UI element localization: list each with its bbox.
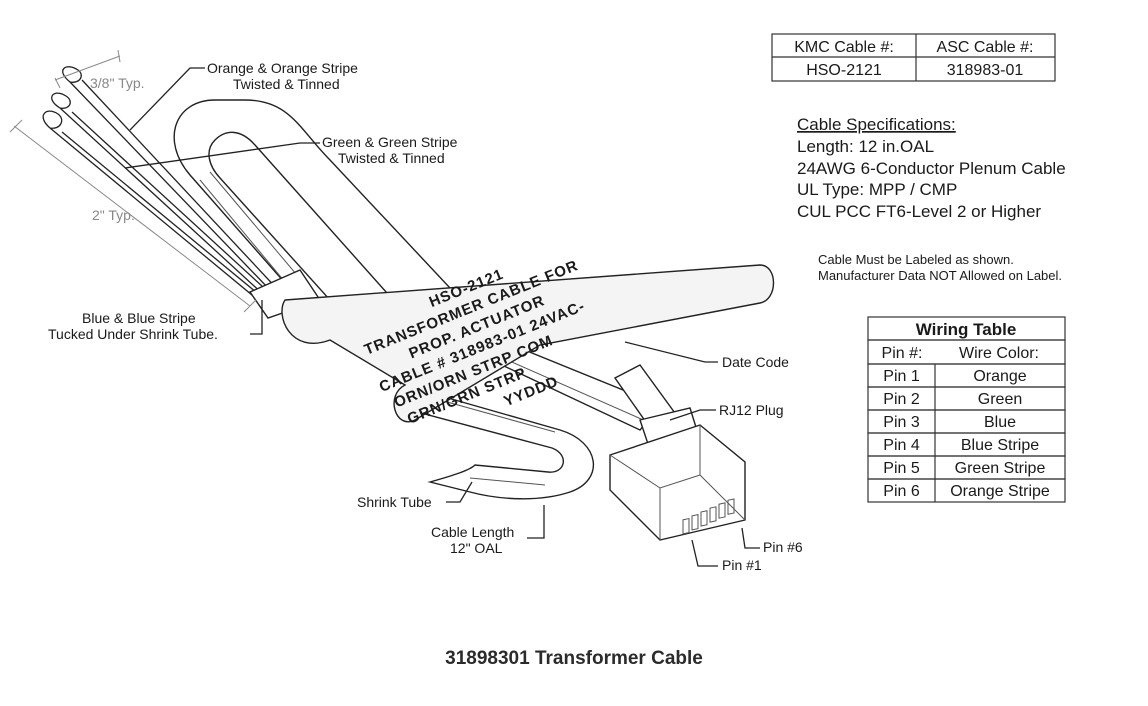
wiring-pin-cell: Pin 5 [883,460,920,477]
cable-loop-lower [408,389,595,500]
wiring-pin-cell: Pin 1 [883,368,920,385]
wiring-table-row: Pin 1 Orange [867,363,1066,388]
wiring-table-row: Pin 3 Blue [867,409,1066,434]
wiring-color-cell: Green Stripe [955,460,1046,477]
svg-text:Length: 12 in.OAL: Length: 12 in.OAL [797,137,934,156]
conductor-wires [42,66,281,303]
svg-text:Blue & Blue Stripe: Blue & Blue Stripe [82,310,196,326]
svg-text:Cable Must be Labeled as shown: Cable Must be Labeled as shown. [818,252,1014,267]
svg-text:Twisted & Tinned: Twisted & Tinned [233,76,340,92]
callout-green-pair: Green & Green Stripe Twisted & Tinned [124,134,458,169]
asc-header: ASC Cable #: [937,39,1034,56]
wiring-table-row: Pin 2 Green [867,386,1066,411]
svg-text:24AWG 6-Conductor Plenum Cable: 24AWG 6-Conductor Plenum Cable [797,159,1066,178]
callout-orange-pair: Orange & Orange Stripe Twisted & Tinned [129,60,358,131]
svg-text:Date Code: Date Code [722,354,789,370]
cable-specifications: Cable Specifications: Length: 12 in.OAL … [797,115,1066,221]
svg-text:Twisted & Tinned: Twisted & Tinned [338,150,445,166]
wiring-table-row: Pin 6 Orange Stripe [867,478,1066,503]
callout-pin1: Pin #1 [691,539,762,573]
wiring-row-border [867,478,1066,503]
wiring-header-color: Wire Color: [959,345,1039,362]
wiring-pin-cell: Pin 2 [883,391,920,408]
svg-text:Shrink Tube: Shrink Tube [357,494,432,510]
svg-text:Tucked Under Shrink Tube.: Tucked Under Shrink Tube. [48,326,218,342]
figure-caption: 31898301 Transformer Cable [445,648,703,669]
kmc-header: KMC Cable #: [794,39,894,56]
rj12-plug [609,364,746,541]
wiring-color-cell: Green [978,391,1022,408]
wiring-table-title: Wiring Table [916,320,1017,339]
svg-text:2" Typ.: 2" Typ. [92,207,135,223]
specs-title: Cable Specifications: [797,115,956,134]
wiring-header-border [867,339,1066,365]
label-note: Cable Must be Labeled as shown. Manufact… [818,252,1062,283]
dimension-long: 2" Typ. [9,119,257,313]
svg-text:Manufacturer Data NOT Allowed: Manufacturer Data NOT Allowed on Label. [818,268,1062,283]
wiring-pin-cell: Pin 6 [883,483,920,500]
callout-date-code: Date Code [624,341,789,370]
cable-drawing: HSO-2121 TRANSFORMER CABLE FOR PROP. ACT… [9,33,1066,573]
svg-text:Orange & Orange Stripe: Orange & Orange Stripe [207,60,358,76]
svg-text:Cable Length: Cable Length [431,524,514,540]
svg-text:RJ12 Plug: RJ12 Plug [719,402,784,418]
dimension-short: 3/8" Typ. [54,49,145,91]
wiring-table: Wiring Table Pin #: Wire Color: Pin 1 Ora… [867,316,1066,503]
svg-text:12" OAL: 12" OAL [450,540,503,556]
svg-text:UL Type: MPP / CMP: UL Type: MPP / CMP [797,180,957,199]
cable-number-table: KMC Cable #: ASC Cable #: HSO-2121 31898… [771,33,1056,82]
svg-text:Pin #6: Pin #6 [763,539,803,555]
wiring-color-cell: Orange Stripe [950,483,1050,500]
svg-text:Pin #1: Pin #1 [722,557,762,573]
callout-pin6: Pin #6 [741,527,803,555]
callout-blue-pair: Blue & Blue Stripe Tucked Under Shrink T… [48,300,263,342]
wiring-color-cell: Orange [973,368,1026,385]
cable-label-sleeve: HSO-2121 TRANSFORMER CABLE FOR PROP. ACT… [281,257,775,428]
callout-shrink-tube: Shrink Tube [357,481,473,510]
kmc-value: HSO-2121 [806,62,882,79]
wiring-pin-cell: Pin 4 [883,437,920,454]
wiring-color-cell: Blue [984,414,1016,431]
asc-value: 318983-01 [947,62,1024,79]
wiring-pin-cell: Pin 3 [883,414,920,431]
svg-text:CUL PCC FT6-Level 2 or Higher: CUL PCC FT6-Level 2 or Higher [797,202,1041,221]
wiring-table-row: Pin 5 Green Stripe [867,455,1066,480]
wiring-header-pin: Pin #: [882,345,923,362]
callout-cable-length: Cable Length 12" OAL [431,505,545,556]
wiring-table-row: Pin 4 Blue Stripe [867,432,1066,457]
callout-rj12: RJ12 Plug [669,402,784,421]
rj12-contacts [682,498,735,535]
svg-text:Green & Green Stripe: Green & Green Stripe [322,134,458,150]
svg-text:3/8" Typ.: 3/8" Typ. [90,75,145,91]
wiring-color-cell: Blue Stripe [961,437,1039,454]
